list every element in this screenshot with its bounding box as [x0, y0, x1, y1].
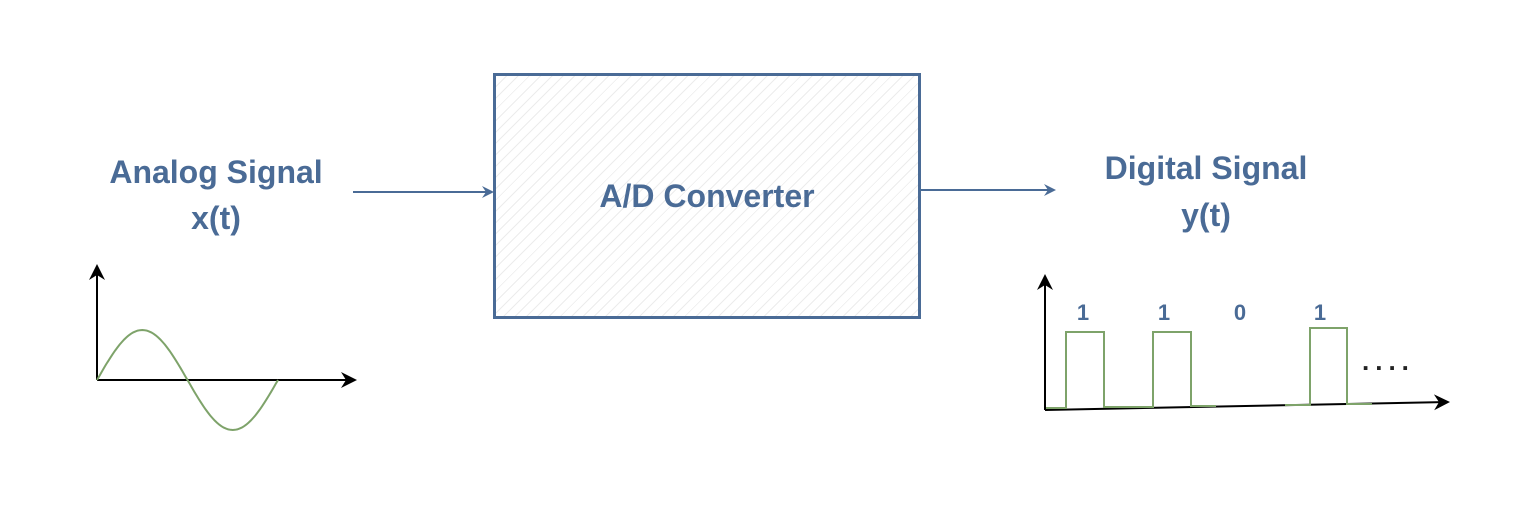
analog-signal-title: Analog Signal — [109, 154, 323, 190]
digital-x-axis — [1044, 394, 1450, 411]
bit-label-1: 1 — [1076, 300, 1090, 325]
bit-label-4: 1 — [1313, 300, 1327, 325]
continuation-dots: .... — [1362, 346, 1415, 376]
ad-converter-block: A/D Converter — [493, 73, 921, 319]
analog-signal-symbol: x(t) — [191, 200, 241, 236]
digital-pulse-train-tail — [1285, 327, 1372, 406]
analog-sine-wave — [96, 328, 279, 432]
digital-pulse-train — [1046, 331, 1216, 409]
digital-signal-title: Digital Signal — [1104, 150, 1308, 186]
ad-converter-title: A/D Converter — [599, 178, 815, 214]
bit-label-3: 0 — [1233, 300, 1247, 325]
digital-signal-symbol: y(t) — [1181, 197, 1231, 233]
bit-label-2: 1 — [1157, 300, 1171, 325]
